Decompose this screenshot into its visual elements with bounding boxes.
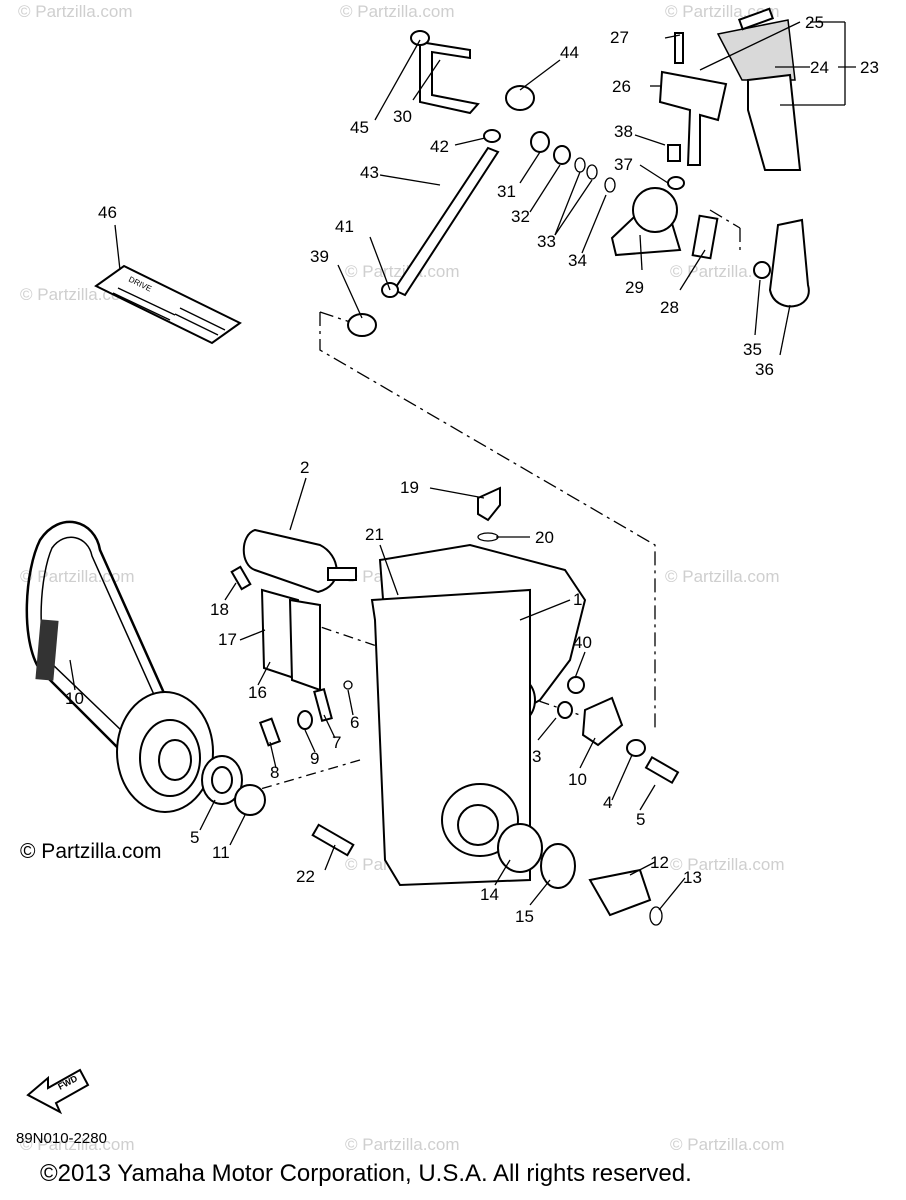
callout-22: 21: [365, 525, 384, 544]
callout-6: 6: [350, 713, 359, 732]
watermark: © Partzilla.com: [20, 1135, 135, 1154]
callout-8: 8: [270, 763, 279, 782]
callout-37: 36: [755, 360, 774, 379]
callout-28: 27: [610, 28, 629, 47]
callout-38: 37: [614, 155, 633, 174]
callout-24: 23: [860, 58, 879, 77]
callout-7: 7: [332, 733, 341, 752]
watermark: © Partzilla.com: [670, 1135, 785, 1154]
watermark: © Partzilla.com: [340, 2, 455, 21]
drive-decal: DRIVE: [94, 264, 242, 345]
callout-9: 9: [310, 749, 319, 768]
callout-35: 34: [568, 251, 587, 270]
callout-30: 29: [625, 278, 644, 297]
callout-15: 14: [480, 885, 499, 904]
leader-lines: [69, 21, 856, 911]
callout-1: 1: [573, 590, 582, 609]
callout-10: 10: [568, 770, 587, 789]
callout-12: 11: [212, 843, 230, 862]
watermark: © Partzilla.com: [345, 1135, 460, 1154]
callout-29: 28: [660, 298, 679, 317]
callout-13: 12: [650, 853, 669, 872]
callout-36: 35: [743, 340, 762, 359]
callout-26: 25: [805, 13, 824, 32]
callout-47: 46: [98, 203, 117, 222]
fwd-arrow-icon: FWD: [26, 1068, 90, 1115]
callout-41: 40: [573, 633, 592, 652]
callout-44: 43: [360, 163, 379, 182]
callout-43: 42: [430, 137, 449, 156]
callout-5a: 5: [190, 828, 199, 847]
callout-42: 41: [335, 217, 354, 236]
callout-27: 26: [612, 77, 631, 96]
callout-23: 22: [296, 867, 315, 886]
corner-credit: © Partzilla.com: [20, 840, 162, 863]
watermark: © Partzilla.com: [18, 2, 133, 21]
watermark: © Partzilla.com: [20, 567, 135, 586]
callout-18: 17: [218, 630, 237, 649]
callout-14: 13: [683, 868, 702, 887]
callout-40: 39: [310, 247, 329, 266]
watermark: © Partzilla.com: [670, 855, 785, 874]
callout-16: 15: [515, 907, 534, 926]
callout-46: 45: [350, 118, 369, 137]
callout-3: 3: [532, 747, 541, 766]
callout-33: 32: [511, 207, 530, 226]
callout-34: 33: [537, 232, 556, 251]
watermark: © Partzilla.com: [345, 262, 460, 281]
callout-25: 24: [810, 58, 829, 77]
callout-19: 18: [210, 600, 229, 619]
callout-39: 38: [614, 122, 633, 141]
callout-21: 20: [535, 528, 554, 547]
watermark: © Partzilla.com: [665, 567, 780, 586]
copyright-notice: ©2013 Yamaha Motor Corporation, U.S.A. A…: [40, 1160, 692, 1187]
callout-17: 16: [248, 683, 267, 702]
callout-31: 30: [393, 107, 412, 126]
callout-45: 44: [560, 43, 579, 62]
callout-5b: 5: [636, 810, 645, 829]
callout-32: 31: [497, 182, 516, 201]
diagram-code: 89N010-2280: [16, 1130, 107, 1147]
callout-20: 19: [400, 478, 419, 497]
callout-2: 2: [300, 458, 309, 477]
callout-11: 10: [65, 689, 84, 708]
callout-4: 4: [603, 793, 612, 812]
